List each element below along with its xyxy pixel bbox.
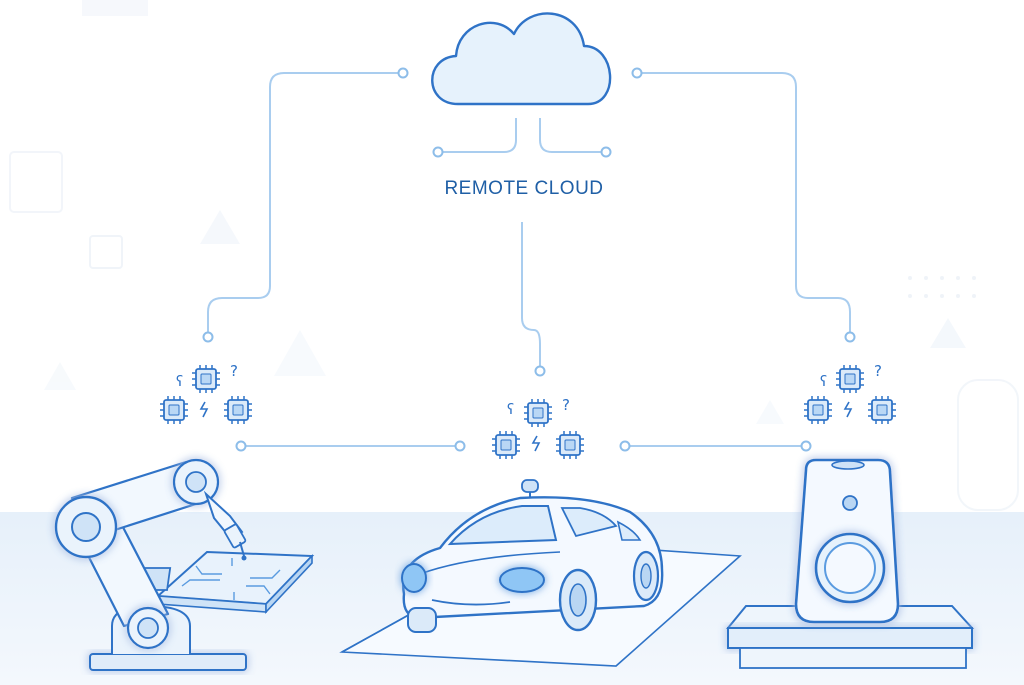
svg-text:?: ? bbox=[230, 362, 238, 380]
autonomous-car-icon bbox=[339, 479, 742, 667]
chip-cluster-left: ʕ ? bbox=[159, 362, 253, 425]
connection-dots bbox=[202, 67, 856, 452]
robot-arm-icon bbox=[54, 458, 315, 671]
svg-text:?: ? bbox=[874, 362, 882, 380]
cloud-label: REMOTE CLOUD bbox=[444, 178, 604, 199]
svg-text:ʕ: ʕ bbox=[820, 374, 827, 390]
background-decoration bbox=[9, 0, 1019, 511]
smart-speaker-icon bbox=[725, 458, 975, 669]
svg-text:ʕ: ʕ bbox=[176, 374, 183, 390]
connection-lines bbox=[207, 72, 851, 447]
svg-text:?: ? bbox=[562, 396, 570, 414]
cloud-icon bbox=[431, 12, 612, 106]
svg-text:ʕ: ʕ bbox=[507, 402, 514, 418]
chip-cluster-right: ʕ ? bbox=[803, 362, 897, 425]
chip-cluster-center: ʕ ? bbox=[491, 396, 585, 460]
